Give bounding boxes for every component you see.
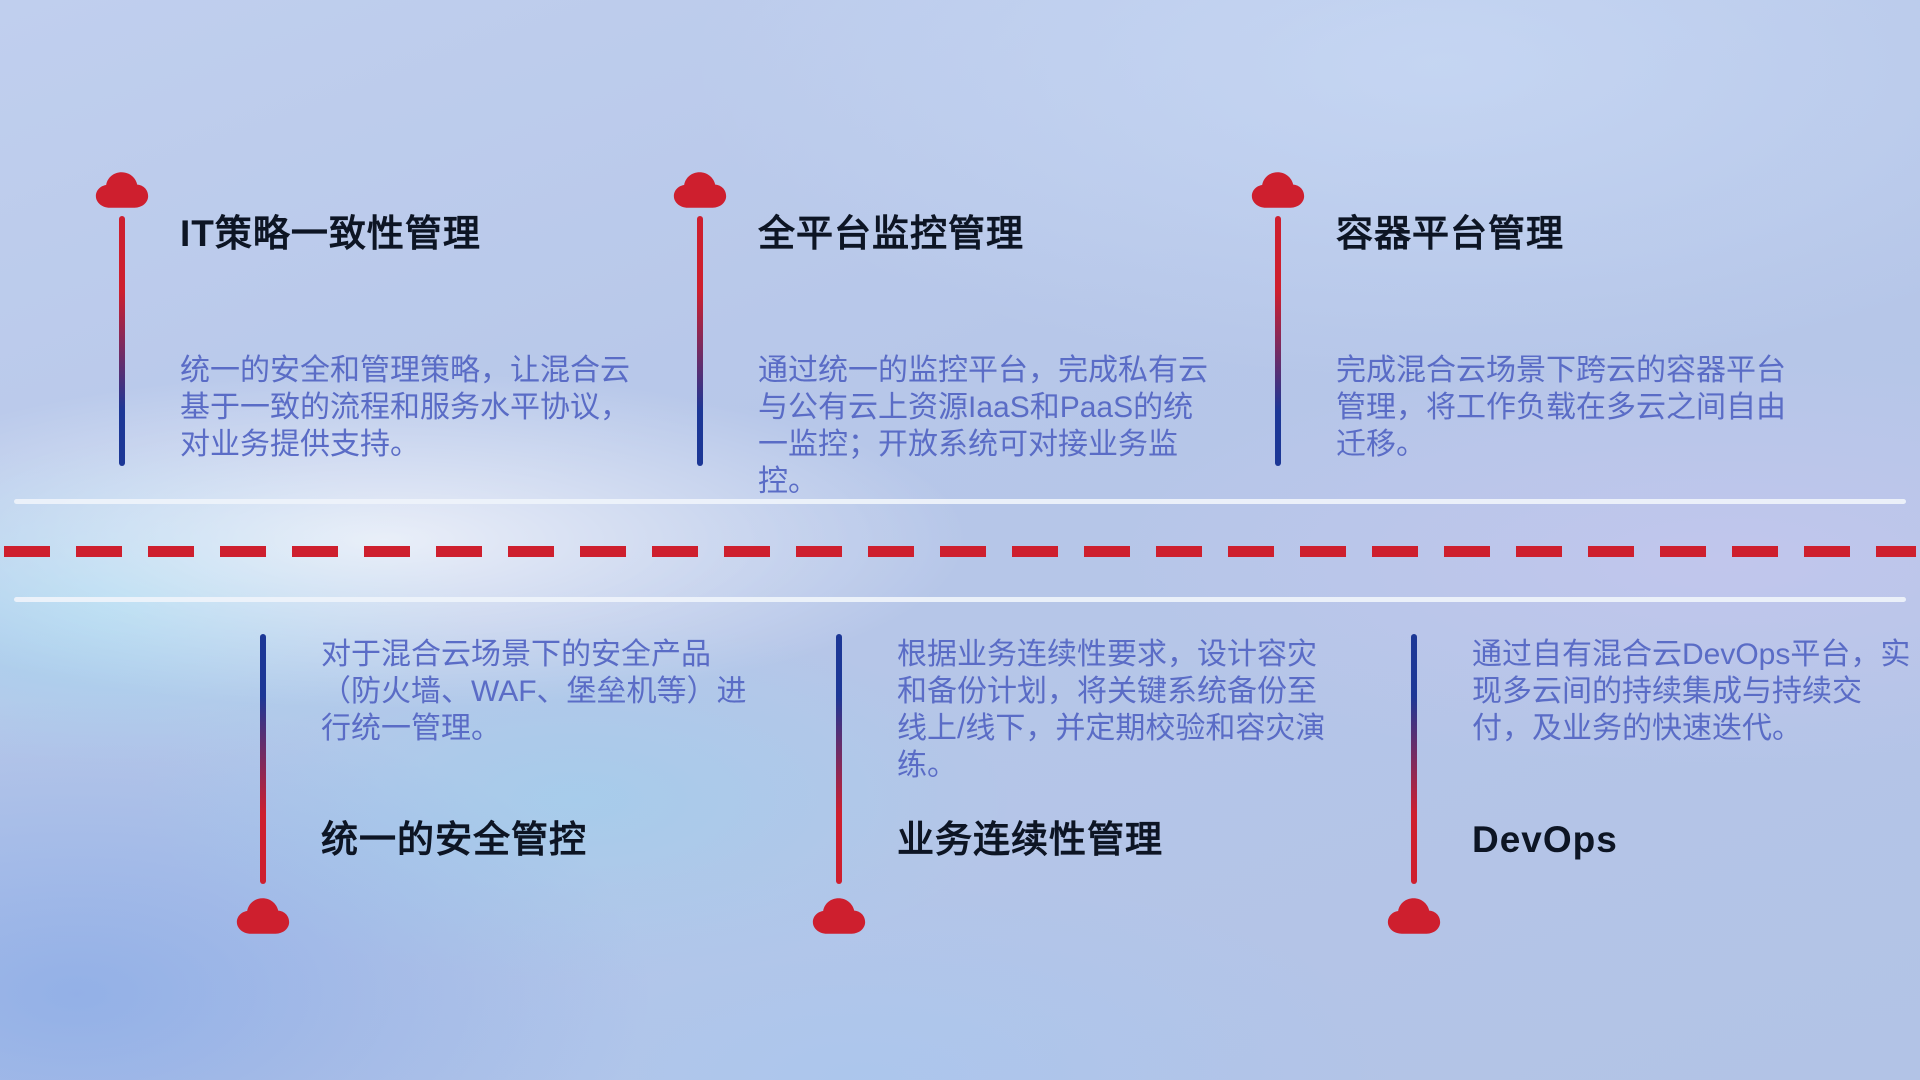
cloud-icon bbox=[1386, 896, 1442, 936]
feature-title: DevOps bbox=[1472, 819, 1618, 860]
feature-title: 全平台监控管理 bbox=[758, 213, 1024, 254]
feature-description: 对于混合云场景下的安全产品（防火墙、WAF、堡垒机等）进行统一管理。 bbox=[321, 638, 747, 745]
feature-description: 根据业务连续性要求，设计容灾和备份计划，将关键系统备份至线上/线下，并定期校验和… bbox=[897, 638, 1326, 782]
feature-item-container-platform: 容器平台管理 完成混合云场景下跨云的容器平台管理，将工作负载在多云之间自由迁移。 bbox=[1250, 170, 1810, 480]
cloud-icon bbox=[672, 170, 728, 210]
feature-item-devops: 通过自有混合云DevOps平台，实现多云间的持续集成与持续交付，及业务的快速迭代… bbox=[1386, 634, 1920, 954]
feature-title: 业务连续性管理 bbox=[897, 819, 1163, 860]
connector-line bbox=[836, 634, 842, 884]
divider-dashed-line bbox=[4, 546, 1916, 557]
cloud-icon bbox=[811, 896, 867, 936]
feature-title: IT策略一致性管理 bbox=[180, 213, 481, 254]
connector-line bbox=[697, 216, 703, 466]
divider-solid-line-top bbox=[14, 499, 1906, 504]
feature-description: 通过自有混合云DevOps平台，实现多云间的持续集成与持续交付，及业务的快速迭代… bbox=[1472, 638, 1911, 745]
cloud-icon bbox=[235, 896, 291, 936]
connector-line bbox=[1411, 634, 1417, 884]
connector-line bbox=[1275, 216, 1281, 466]
feature-description: 统一的安全和管理策略，让混合云基于一致的流程和服务水平协议，对业务提供支持。 bbox=[180, 354, 630, 461]
connector-line bbox=[119, 216, 125, 466]
feature-title: 容器平台管理 bbox=[1336, 213, 1564, 254]
feature-description: 完成混合云场景下跨云的容器平台管理，将工作负载在多云之间自由迁移。 bbox=[1336, 354, 1786, 461]
connector-line bbox=[260, 634, 266, 884]
feature-item-it-policy: IT策略一致性管理 统一的安全和管理策略，让混合云基于一致的流程和服务水平协议，… bbox=[94, 170, 654, 480]
feature-item-monitoring: 全平台监控管理 通过统一的监控平台，完成私有云与公有云上资源IaaS和PaaS的… bbox=[672, 170, 1232, 498]
feature-description: 通过统一的监控平台，完成私有云与公有云上资源IaaS和PaaS的统一监控；开放系… bbox=[758, 354, 1208, 498]
divider-solid-line-bottom bbox=[14, 597, 1906, 602]
cloud-icon bbox=[1250, 170, 1306, 210]
cloud-icon bbox=[94, 170, 150, 210]
feature-title: 统一的安全管控 bbox=[321, 819, 587, 860]
feature-item-business-continuity: 根据业务连续性要求，设计容灾和备份计划，将关键系统备份至线上/线下，并定期校验和… bbox=[811, 634, 1371, 954]
feature-item-security-control: 对于混合云场景下的安全产品（防火墙、WAF、堡垒机等）进行统一管理。 统一的安全… bbox=[235, 634, 795, 954]
